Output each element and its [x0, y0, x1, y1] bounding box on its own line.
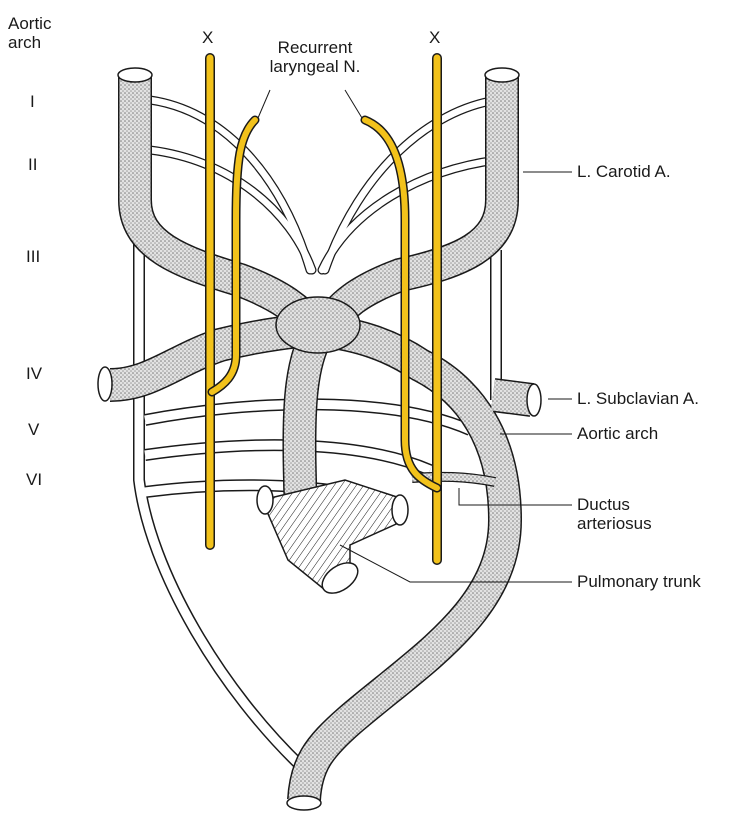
- l-carotid-label: L. Carotid A.: [577, 162, 671, 181]
- thick-arterial-trunk: [110, 75, 532, 800]
- aortic-arch-label: Aortic arch: [577, 424, 658, 443]
- aortic-sac: [276, 297, 360, 353]
- arch-label-i: I: [30, 92, 35, 111]
- vagus-label-right: X: [429, 28, 440, 47]
- arch-i-ii-vessels: [150, 100, 497, 270]
- arch-label-iv: IV: [26, 364, 42, 383]
- recurrent-laryngeal-label: Recurrent laryngeal N.: [245, 38, 385, 76]
- l-subclavian-label: L. Subclavian A.: [577, 389, 699, 408]
- vagus-label-left: X: [202, 28, 213, 47]
- pulmonary-trunk-vessel: [257, 480, 408, 599]
- arch-label-iii: III: [26, 247, 40, 266]
- ductus-arteriosus-label: Ductus arteriosus: [577, 495, 652, 533]
- arch-label-v: V: [28, 420, 39, 439]
- arch-label-vi: VI: [26, 470, 42, 489]
- aortic-arch-heading: Aortic arch: [8, 14, 68, 52]
- pulmonary-trunk-label: Pulmonary trunk: [577, 572, 701, 591]
- arch-label-ii: II: [28, 155, 37, 174]
